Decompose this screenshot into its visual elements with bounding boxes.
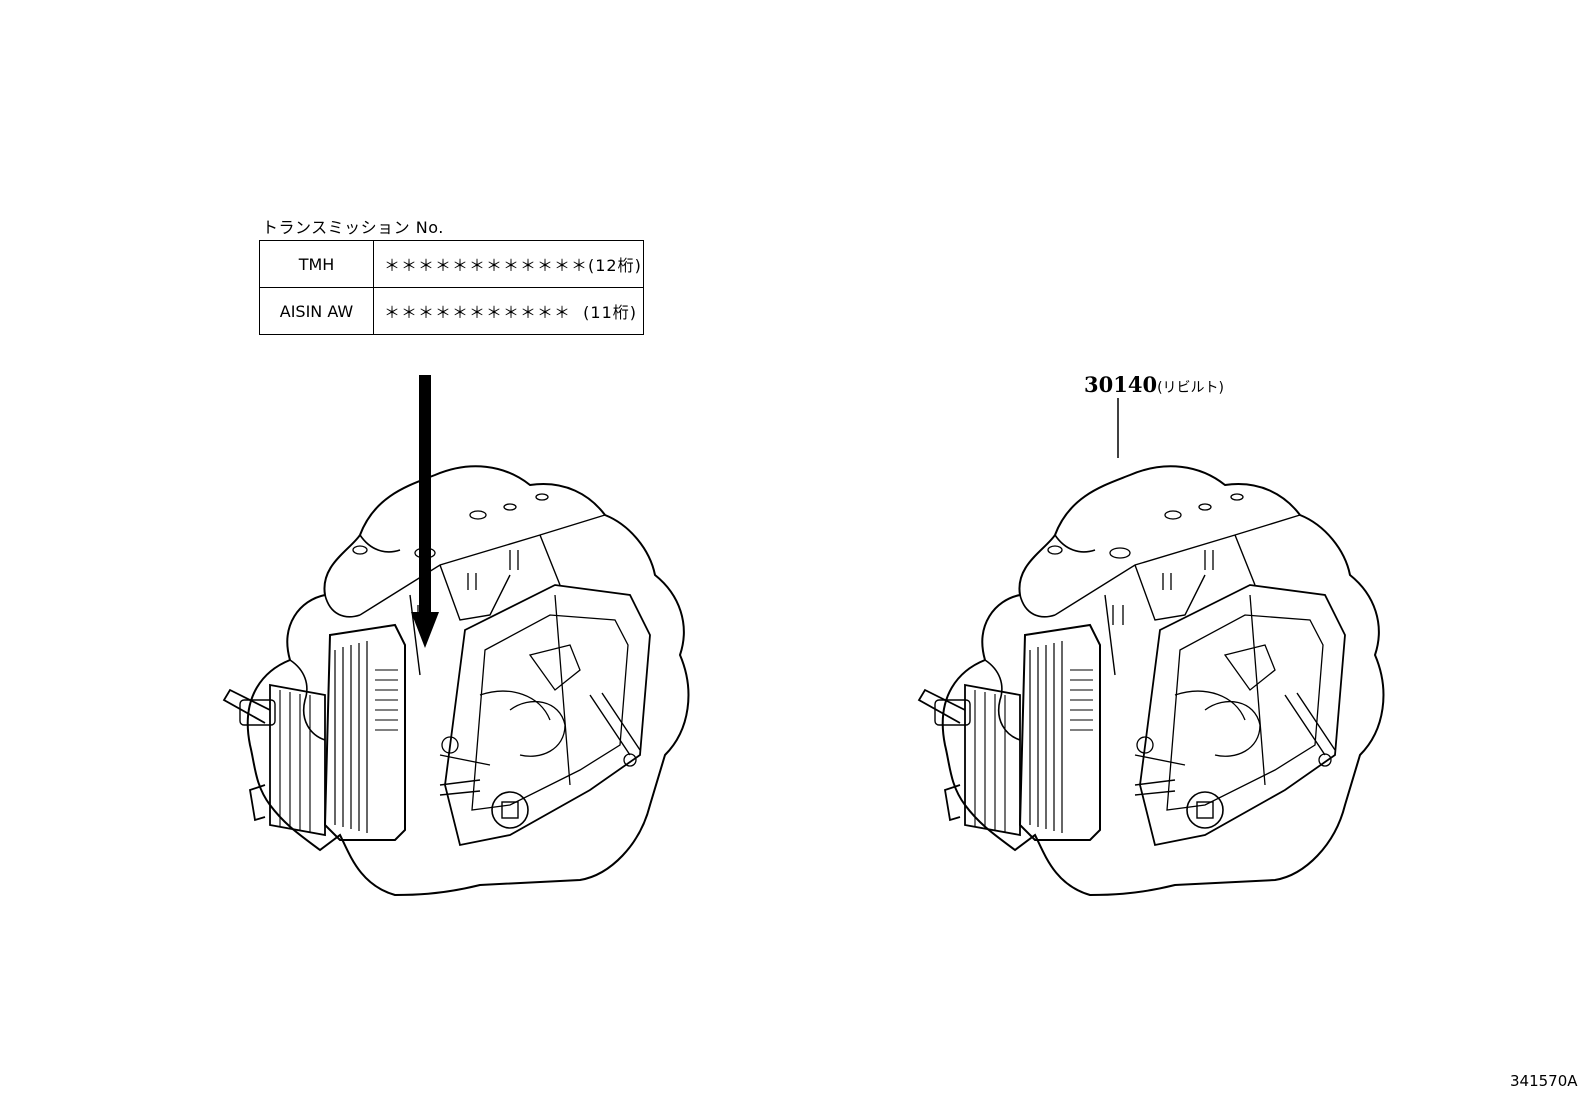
transmission-number-table: TMH ＊＊＊＊＊＊＊＊＊＊＊＊(12桁) AISIN AW ＊＊＊＊＊＊＊＊＊…	[259, 240, 644, 335]
transmission-illustration-right	[918, 465, 1385, 896]
transmission-number-title: トランスミッション No.	[262, 218, 444, 237]
part-number: 30140	[1084, 372, 1158, 397]
number-format-cell: ＊＊＊＊＊＊＊＊＊＊＊＊(12桁)	[373, 240, 644, 288]
diagram-code: 341570A	[1510, 1072, 1578, 1090]
part-callout-label: 30140(リビルト)	[1084, 372, 1224, 397]
location-arrow	[411, 375, 439, 648]
part-note: (リビルト)	[1157, 380, 1224, 396]
maker-cell: TMH	[259, 240, 374, 288]
transmission-illustration-left	[223, 465, 690, 896]
table-row: TMH ＊＊＊＊＊＊＊＊＊＊＊＊(12桁)	[259, 240, 644, 288]
number-format-cell: ＊＊＊＊＊＊＊＊＊＊＊ (11桁)	[373, 287, 644, 335]
table-row: AISIN AW ＊＊＊＊＊＊＊＊＊＊＊ (11桁)	[259, 287, 644, 335]
maker-cell: AISIN AW	[259, 287, 374, 335]
